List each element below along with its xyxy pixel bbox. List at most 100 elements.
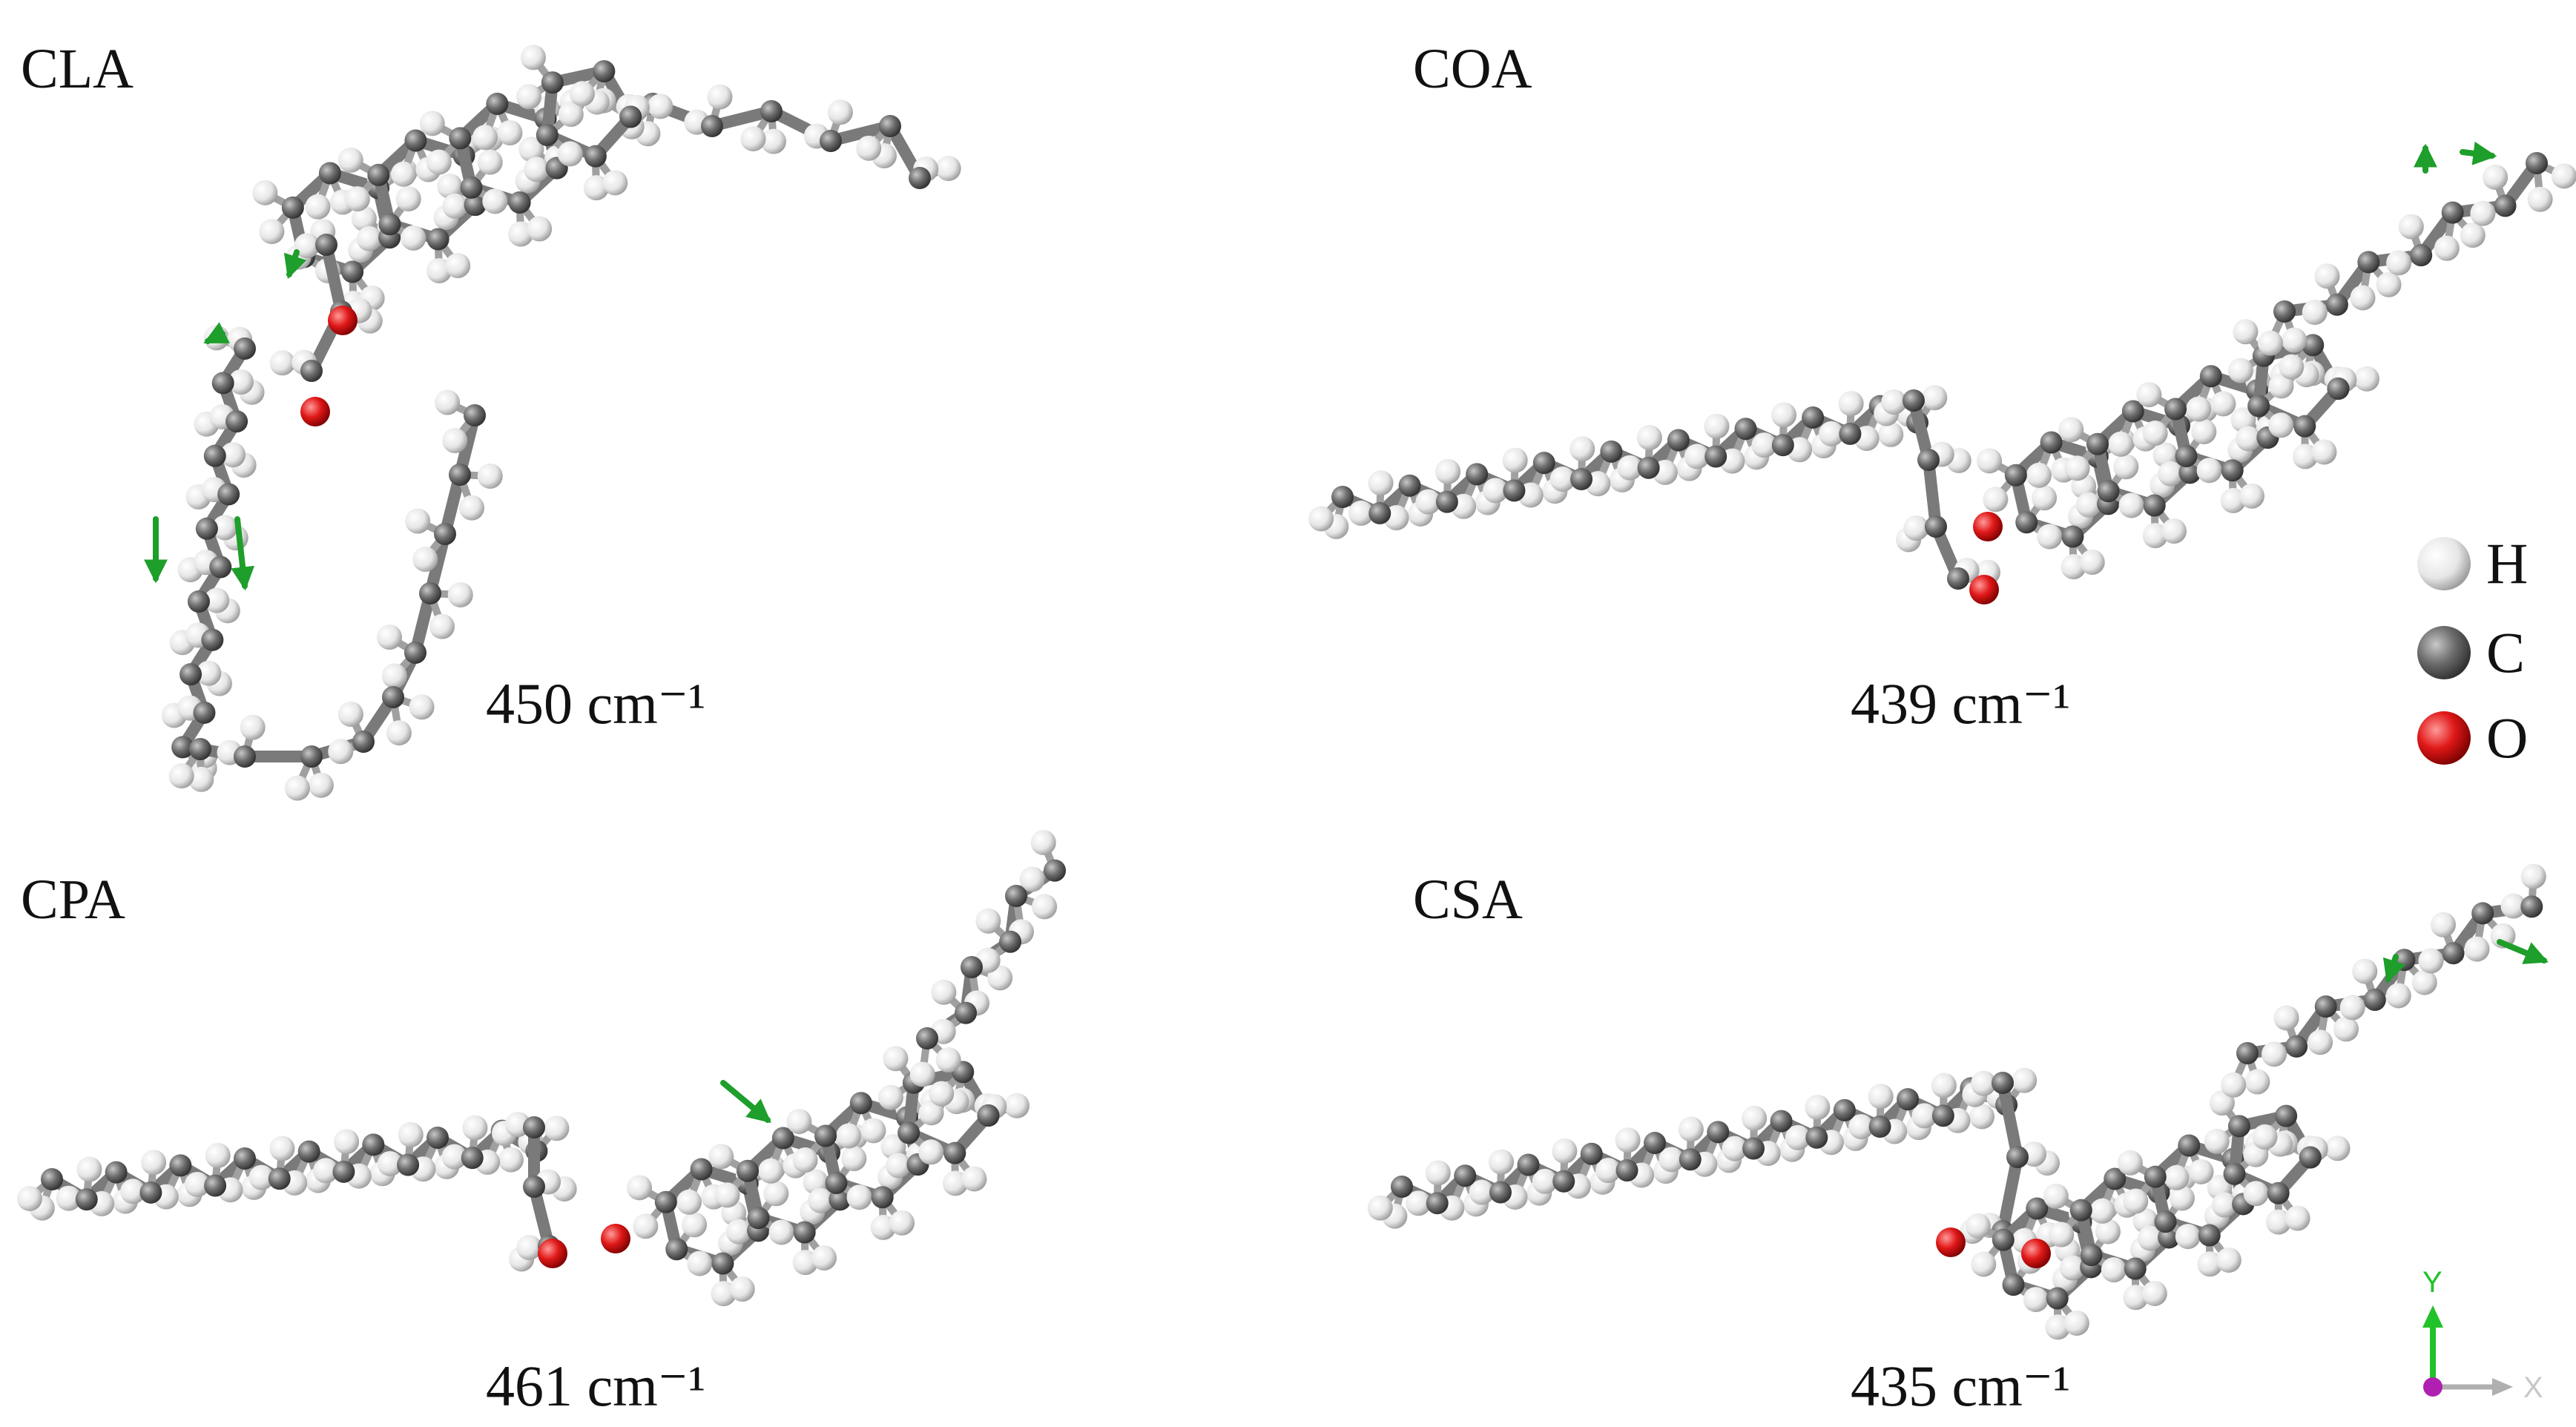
hydrogen-atom — [2239, 483, 2265, 509]
carbon-atom — [41, 1168, 63, 1190]
carbon-atom — [195, 517, 218, 540]
hydrogen-atom — [284, 775, 310, 801]
hydrogen-atom — [760, 128, 786, 154]
hydrogen-atom — [1819, 421, 1845, 446]
hydrogen-atom — [2268, 412, 2294, 438]
hydrogen-atom — [2268, 373, 2294, 399]
hydrogen-atom — [401, 225, 426, 251]
carbon-atom — [2061, 525, 2084, 548]
hydrogen-atom — [1971, 1070, 1997, 1096]
hydrogen-atom — [518, 136, 544, 162]
carbon-atom — [2293, 415, 2316, 438]
carbon-atom — [1532, 452, 1555, 475]
molecule-coa — [1308, 141, 2576, 604]
oxygen-atom — [1973, 512, 2003, 541]
carbon-atom — [2526, 152, 2548, 174]
carbon-atom — [1868, 1115, 1891, 1138]
hydrogen-atom — [1489, 1149, 1515, 1175]
hydrogen-atom — [435, 389, 461, 415]
carbon-atom — [619, 105, 642, 128]
legend-label-o: O — [2486, 705, 2528, 770]
carbon-atom — [523, 1116, 545, 1138]
hydrogen-atom — [2221, 1072, 2247, 1098]
carbon-atom — [2164, 398, 2187, 421]
hydrogen-atom — [2136, 382, 2162, 408]
hydrogen-atom — [1502, 447, 1528, 473]
carbon-atom — [486, 92, 509, 115]
z-axis-dot — [2423, 1377, 2442, 1397]
hydrogen-atom — [2209, 1090, 2235, 1116]
hydrogen-atom — [252, 179, 278, 205]
hydrogen-atom — [2233, 319, 2259, 345]
carbon-atom — [203, 444, 226, 467]
hydrogen-atom — [2464, 936, 2490, 962]
molecule-csa — [1367, 863, 2549, 1340]
hydrogen-atom — [1406, 1190, 1432, 1216]
hydrogen-atom — [2175, 1224, 2201, 1250]
oxygen-atom — [1969, 575, 1999, 604]
hydrogen-atom — [482, 188, 508, 214]
carbon-atom — [536, 123, 559, 146]
carbon-atom — [2363, 989, 2386, 1012]
carbon-atom — [193, 701, 216, 724]
carbon-atom — [204, 1174, 227, 1197]
carbon-atom — [2327, 378, 2350, 401]
frequency-csa: 435 cm⁻¹ — [1851, 1354, 2070, 1418]
hydrogen-atom — [935, 1047, 961, 1073]
hydrogen-atom — [827, 99, 853, 125]
hydrogen-atom — [889, 1210, 915, 1236]
hydrogen-atom — [1878, 421, 1904, 447]
carbon-atom — [1947, 567, 1969, 590]
carbon-atom — [234, 337, 256, 360]
hydrogen-atom — [2063, 1310, 2089, 1336]
hydrogen-atom — [768, 1219, 794, 1245]
hydrogen-atom — [1678, 1116, 1704, 1142]
hydrogen-atom — [445, 253, 471, 279]
carbon-atom — [352, 731, 375, 753]
hydrogen-atom — [792, 1147, 818, 1173]
x-axis-label: X — [2523, 1371, 2543, 1404]
carbon-atom — [2441, 201, 2464, 224]
carbon-atom — [820, 130, 842, 152]
carbon-atom — [1368, 501, 1391, 524]
hydrogen-atom — [2169, 1185, 2195, 1211]
carbon-atom — [1637, 456, 1660, 479]
carbon-atom — [341, 260, 364, 283]
hydrogen-atom — [2216, 1247, 2241, 1273]
carbon-atom — [2121, 400, 2144, 423]
hydrogen-atom — [1848, 1114, 1874, 1140]
carbon-atom — [300, 745, 323, 768]
carbon-atom — [1644, 1132, 1667, 1155]
hydrogen-atom — [2311, 439, 2337, 465]
hydrogen-atom — [1868, 1084, 1894, 1110]
carbon-atom — [2086, 432, 2109, 455]
hydrogen-atom — [2470, 200, 2496, 226]
hydrogen-atom — [2385, 983, 2411, 1009]
carbon-atom — [1391, 1176, 1413, 1198]
hydrogen-atom — [337, 147, 363, 173]
hydrogen-atom — [725, 1219, 751, 1245]
hydrogen-atom — [377, 624, 403, 650]
carbon-atom — [1917, 449, 1940, 471]
carbon-atom — [2144, 1165, 2167, 1188]
hydrogen-atom — [918, 1100, 944, 1126]
hydrogen-atom — [2292, 444, 2318, 469]
carbon-atom — [1707, 1121, 1730, 1144]
hydrogen-atom — [2261, 1041, 2287, 1067]
hydrogen-atom — [398, 1121, 424, 1147]
carbon-atom — [225, 410, 248, 433]
hydrogen-atom — [412, 547, 438, 573]
carbon-atom — [508, 191, 531, 214]
carbon-atom — [318, 162, 341, 185]
hydrogen-atom — [2197, 1251, 2223, 1277]
hydrogen-atom — [459, 495, 485, 521]
hydrogen-atom — [269, 350, 295, 376]
hydrogen-atom — [687, 1250, 713, 1276]
hydrogen-atom — [334, 1129, 360, 1155]
carbon-atom — [593, 60, 616, 83]
carbon-atom — [464, 404, 486, 426]
hydrogen-atom — [931, 979, 957, 1005]
hydrogen-atom — [2314, 263, 2340, 289]
hydrogen-atom — [1415, 489, 1441, 515]
